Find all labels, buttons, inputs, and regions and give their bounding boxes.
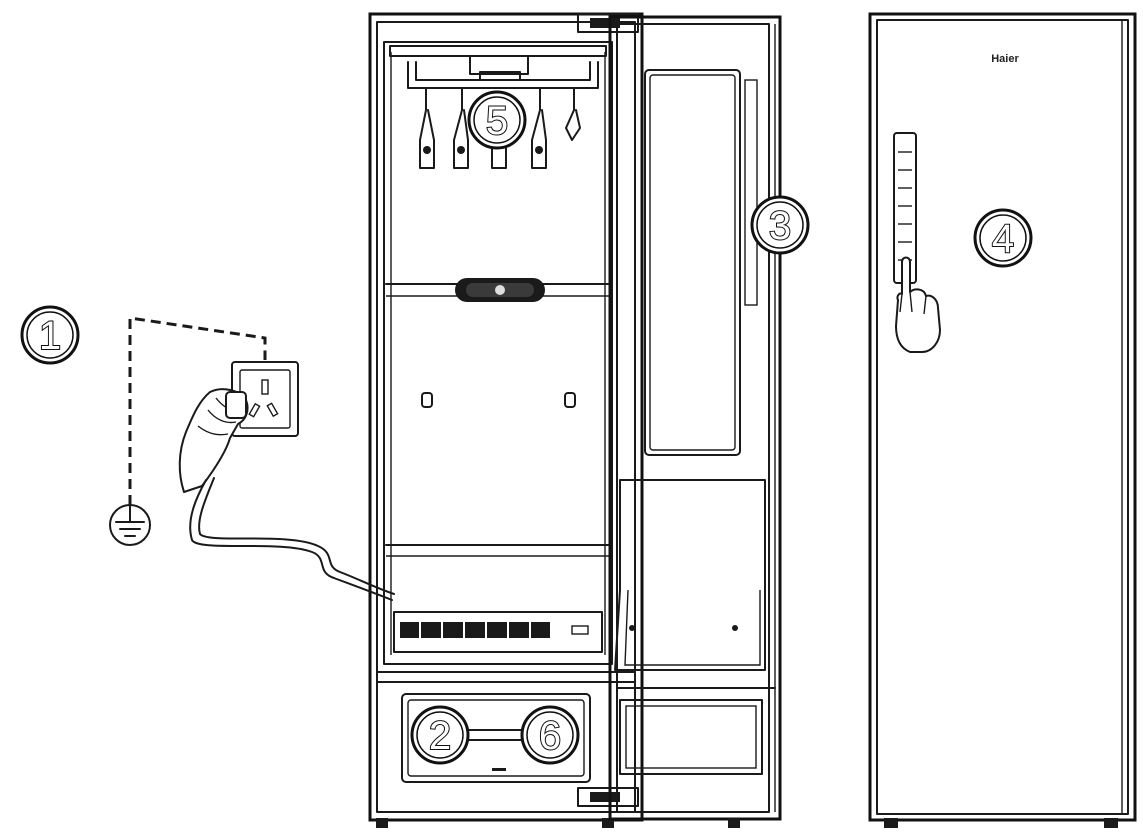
svg-text:2: 2 <box>429 714 451 758</box>
step-badge-5: 5 <box>467 90 527 150</box>
svg-text:1: 1 <box>39 314 61 358</box>
step-badge-3: 3 <box>750 195 810 255</box>
hanger-rail <box>407 55 599 169</box>
open-door <box>608 15 782 828</box>
svg-text:4: 4 <box>992 217 1014 261</box>
hanger-clip <box>419 87 435 169</box>
closed-cabinet: Haier <box>868 12 1137 828</box>
hand-plug-icon <box>178 388 249 493</box>
power-socket-scene <box>109 316 395 601</box>
svg-text:6: 6 <box>539 714 561 758</box>
brand-logo: Haier <box>991 53 1019 65</box>
step-badge-1: 1 <box>20 305 80 365</box>
svg-text:3: 3 <box>769 204 791 248</box>
hanger-clip <box>453 87 469 169</box>
pointing-hand-icon <box>895 256 941 353</box>
hinge-bottom <box>577 787 639 807</box>
steam-outlet <box>455 278 545 302</box>
ground-symbol-icon <box>109 504 151 546</box>
open-cabinet <box>368 12 644 828</box>
hanger-clip <box>565 87 581 141</box>
step-badge-2: 2 <box>410 705 470 765</box>
peg <box>421 392 433 408</box>
step-badge-4: 4 <box>973 208 1033 268</box>
svg-text:5: 5 <box>486 99 508 143</box>
step-badge-6: 6 <box>520 705 580 765</box>
peg <box>564 392 576 408</box>
vent-grille <box>400 622 589 638</box>
hanger-clip <box>531 87 547 169</box>
